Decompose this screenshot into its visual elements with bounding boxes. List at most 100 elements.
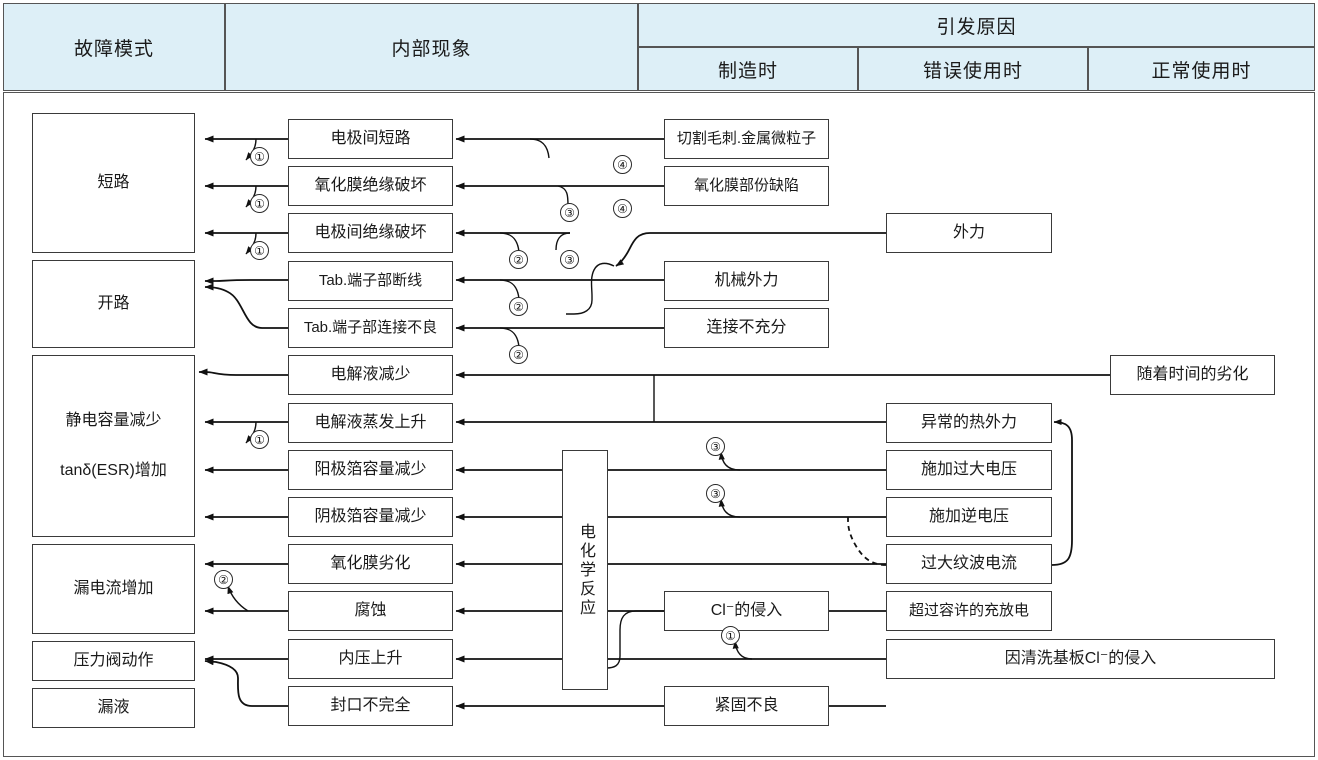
phenomenon-electrolyte-decrease-label: 电解液减少 — [330, 366, 411, 383]
header-cell-cause-group: 引发原因 — [638, 3, 1315, 47]
cause-reverse-voltage-applied-label: 施加逆电压 — [928, 508, 1009, 525]
marker-1-internal-pressure-feed: ① — [721, 626, 740, 645]
phenomenon-anode-foil-capacity-drop[interactable]: 阳极箔容量减少 — [288, 450, 453, 490]
marker-label: ① — [254, 196, 265, 211]
phenomenon-cathode-foil-capacity-drop-label: 阴极箔容量减少 — [314, 508, 427, 525]
cause-mechanical-external-force[interactable]: 机械外力 — [664, 261, 829, 301]
marker-1-interelectrode-breakdown: ① — [250, 241, 269, 260]
cause-mechanical-external-force-label: 机械外力 — [714, 272, 779, 289]
cause-overvoltage-applied[interactable]: 施加过大电压 — [886, 450, 1052, 490]
cause-oxide-film-partial-defect-label: 氧化膜部份缺陷 — [693, 176, 799, 194]
failure-mode-pressure-valve[interactable]: 压力阀动作 — [32, 641, 195, 681]
marker-1-electrolyte-evaporation: ① — [250, 430, 269, 449]
marker-3-reverse-voltage-feed: ③ — [706, 484, 725, 503]
header-label-cause-group: 引发原因 — [936, 16, 1017, 38]
marker-3-overvoltage-feed: ③ — [706, 437, 725, 456]
phenomenon-cathode-foil-capacity-drop[interactable]: 阴极箔容量减少 — [288, 497, 453, 537]
failure-mode-capacitance-drop-label-b: tanδ(ESR)增加 — [60, 462, 167, 479]
cause-oxide-film-partial-defect[interactable]: 氧化膜部份缺陷 — [664, 166, 829, 206]
phenomenon-internal-pressure-rise[interactable]: 内压上升 — [288, 639, 453, 679]
marker-3-interelectrode-feed: ③ — [560, 250, 579, 269]
phenomenon-electrolyte-decrease[interactable]: 电解液减少 — [288, 355, 453, 395]
marker-label: ③ — [564, 252, 575, 267]
cause-cutting-burr-metal-particles-label: 切割毛刺.金属微粒子 — [676, 129, 817, 147]
failure-mode-leakage-current-label: 漏电流增加 — [73, 580, 154, 597]
cause-reverse-voltage-applied[interactable]: 施加逆电压 — [886, 497, 1052, 537]
marker-label: ② — [513, 299, 524, 314]
header-cell-misuse: 错误使用时 — [858, 47, 1088, 91]
phenomenon-corrosion[interactable]: 腐蚀 — [288, 591, 453, 631]
phenomenon-oxide-film-degradation[interactable]: 氧化膜劣化 — [288, 544, 453, 584]
marker-label: ③ — [710, 486, 721, 501]
cause-external-force-label: 外力 — [952, 224, 985, 241]
phenomenon-tab-wire-break[interactable]: Tab.端子部断线 — [288, 261, 453, 301]
cause-excessive-ripple-current[interactable]: 过大纹波电流 — [886, 544, 1052, 584]
marker-label: ④ — [617, 201, 628, 216]
cause-insufficient-connection-label: 连接不充分 — [706, 319, 787, 336]
failure-mode-liquid-leak[interactable]: 漏液 — [32, 688, 195, 728]
header-cell-manufacturing: 制造时 — [638, 47, 858, 91]
cause-external-force[interactable]: 外力 — [886, 213, 1052, 253]
cause-abnormal-thermal-stress-label: 异常的热外力 — [920, 414, 1017, 431]
marker-2-tab-break-feed: ② — [509, 297, 528, 316]
intermediate-electrochemical-reaction-label: 电化学反应 — [577, 522, 594, 618]
phenomenon-tab-bad-connection-label: Tab.端子部连接不良 — [303, 318, 438, 336]
cause-chloride-ion-intrusion[interactable]: Cl⁻的侵入 — [664, 591, 829, 631]
cause-insufficient-connection[interactable]: 连接不充分 — [664, 308, 829, 348]
cause-overvoltage-applied-label: 施加过大电压 — [920, 461, 1017, 478]
marker-4-cutting-burr-feed: ④ — [613, 155, 632, 174]
phenomenon-internal-pressure-rise-label: 内压上升 — [338, 650, 403, 667]
failure-mode-leakage-current[interactable]: 漏电流增加 — [32, 544, 195, 634]
phenomenon-oxide-insulation-breakdown-label: 氧化膜绝缘破坏 — [314, 177, 427, 194]
failure-mode-capacitance-drop-label-a: 静电容量减少 — [65, 412, 162, 429]
intermediate-electrochemical-reaction[interactable]: 电化学反应 — [562, 450, 608, 690]
cause-excessive-ripple-current-label: 过大纹波电流 — [920, 555, 1017, 572]
cause-time-degradation-label: 随着时间的劣化 — [1136, 366, 1249, 383]
cause-excessive-charge-discharge[interactable]: 超过容许的充放电 — [886, 591, 1052, 631]
phenomenon-tab-wire-break-label: Tab.端子部断线 — [318, 271, 423, 289]
phenomenon-electrolyte-evaporation[interactable]: 电解液蒸发上升 — [288, 403, 453, 443]
phenomenon-interelectrode-insulation-breakdown[interactable]: 电极间绝缘破坏 — [288, 213, 453, 253]
failure-mode-short-circuit[interactable]: 短路 — [32, 113, 195, 253]
header-cell-failure-mode: 故障模式 — [3, 3, 225, 91]
phenomenon-oxide-insulation-breakdown[interactable]: 氧化膜绝缘破坏 — [288, 166, 453, 206]
cause-poor-fastening-label: 紧固不良 — [714, 697, 779, 714]
marker-label: ② — [513, 347, 524, 362]
marker-label: ③ — [710, 439, 721, 454]
phenomenon-tab-bad-connection[interactable]: Tab.端子部连接不良 — [288, 308, 453, 348]
header-cell-internal-phenomena: 内部现象 — [225, 3, 638, 91]
phenomenon-electrolyte-evaporation-label: 电解液蒸发上升 — [314, 414, 427, 431]
failure-mode-open-circuit-label: 开路 — [97, 295, 130, 312]
header-label-normal-use: 正常使用时 — [1151, 60, 1252, 82]
marker-1-oxide-breakdown: ① — [250, 194, 269, 213]
marker-label: ② — [513, 252, 524, 267]
cause-chloride-from-pcb-cleaning[interactable]: 因清洗基板Cl⁻的侵入 — [886, 639, 1275, 679]
marker-1-electrode-short: ① — [250, 147, 269, 166]
failure-mode-capacitance-drop[interactable]: 静电容量减少 tanδ(ESR)增加 — [32, 355, 195, 537]
cause-poor-fastening[interactable]: 紧固不良 — [664, 686, 829, 726]
cause-cutting-burr-metal-particles[interactable]: 切割毛刺.金属微粒子 — [664, 119, 829, 159]
header-label-misuse: 错误使用时 — [922, 60, 1023, 82]
failure-mode-liquid-leak-label: 漏液 — [97, 699, 130, 716]
phenomenon-corrosion-label: 腐蚀 — [354, 602, 387, 619]
marker-2-interelectrode-feed: ② — [509, 250, 528, 269]
phenomenon-anode-foil-capacity-drop-label: 阳极箔容量减少 — [314, 461, 427, 478]
phenomenon-interelectrode-insulation-breakdown-label: 电极间绝缘破坏 — [314, 224, 427, 241]
phenomenon-oxide-film-degradation-label: 氧化膜劣化 — [330, 555, 411, 572]
marker-label: ① — [254, 243, 265, 258]
marker-label: ① — [725, 628, 736, 643]
cause-time-degradation[interactable]: 随着时间的劣化 — [1110, 355, 1275, 395]
phenomenon-incomplete-seal[interactable]: 封口不完全 — [288, 686, 453, 726]
failure-mode-short-circuit-label: 短路 — [97, 174, 130, 191]
marker-label: ② — [218, 572, 229, 587]
phenomenon-electrode-short[interactable]: 电极间短路 — [288, 119, 453, 159]
phenomenon-incomplete-seal-label: 封口不完全 — [330, 697, 411, 714]
header-cell-normal-use: 正常使用时 — [1088, 47, 1315, 91]
marker-label: ④ — [617, 157, 628, 172]
marker-label: ③ — [564, 205, 575, 220]
header-label-manufacturing: 制造时 — [717, 60, 778, 82]
marker-2-tab-connection-feed: ② — [509, 345, 528, 364]
failure-mode-open-circuit[interactable]: 开路 — [32, 260, 195, 348]
cause-abnormal-thermal-stress[interactable]: 异常的热外力 — [886, 403, 1052, 443]
